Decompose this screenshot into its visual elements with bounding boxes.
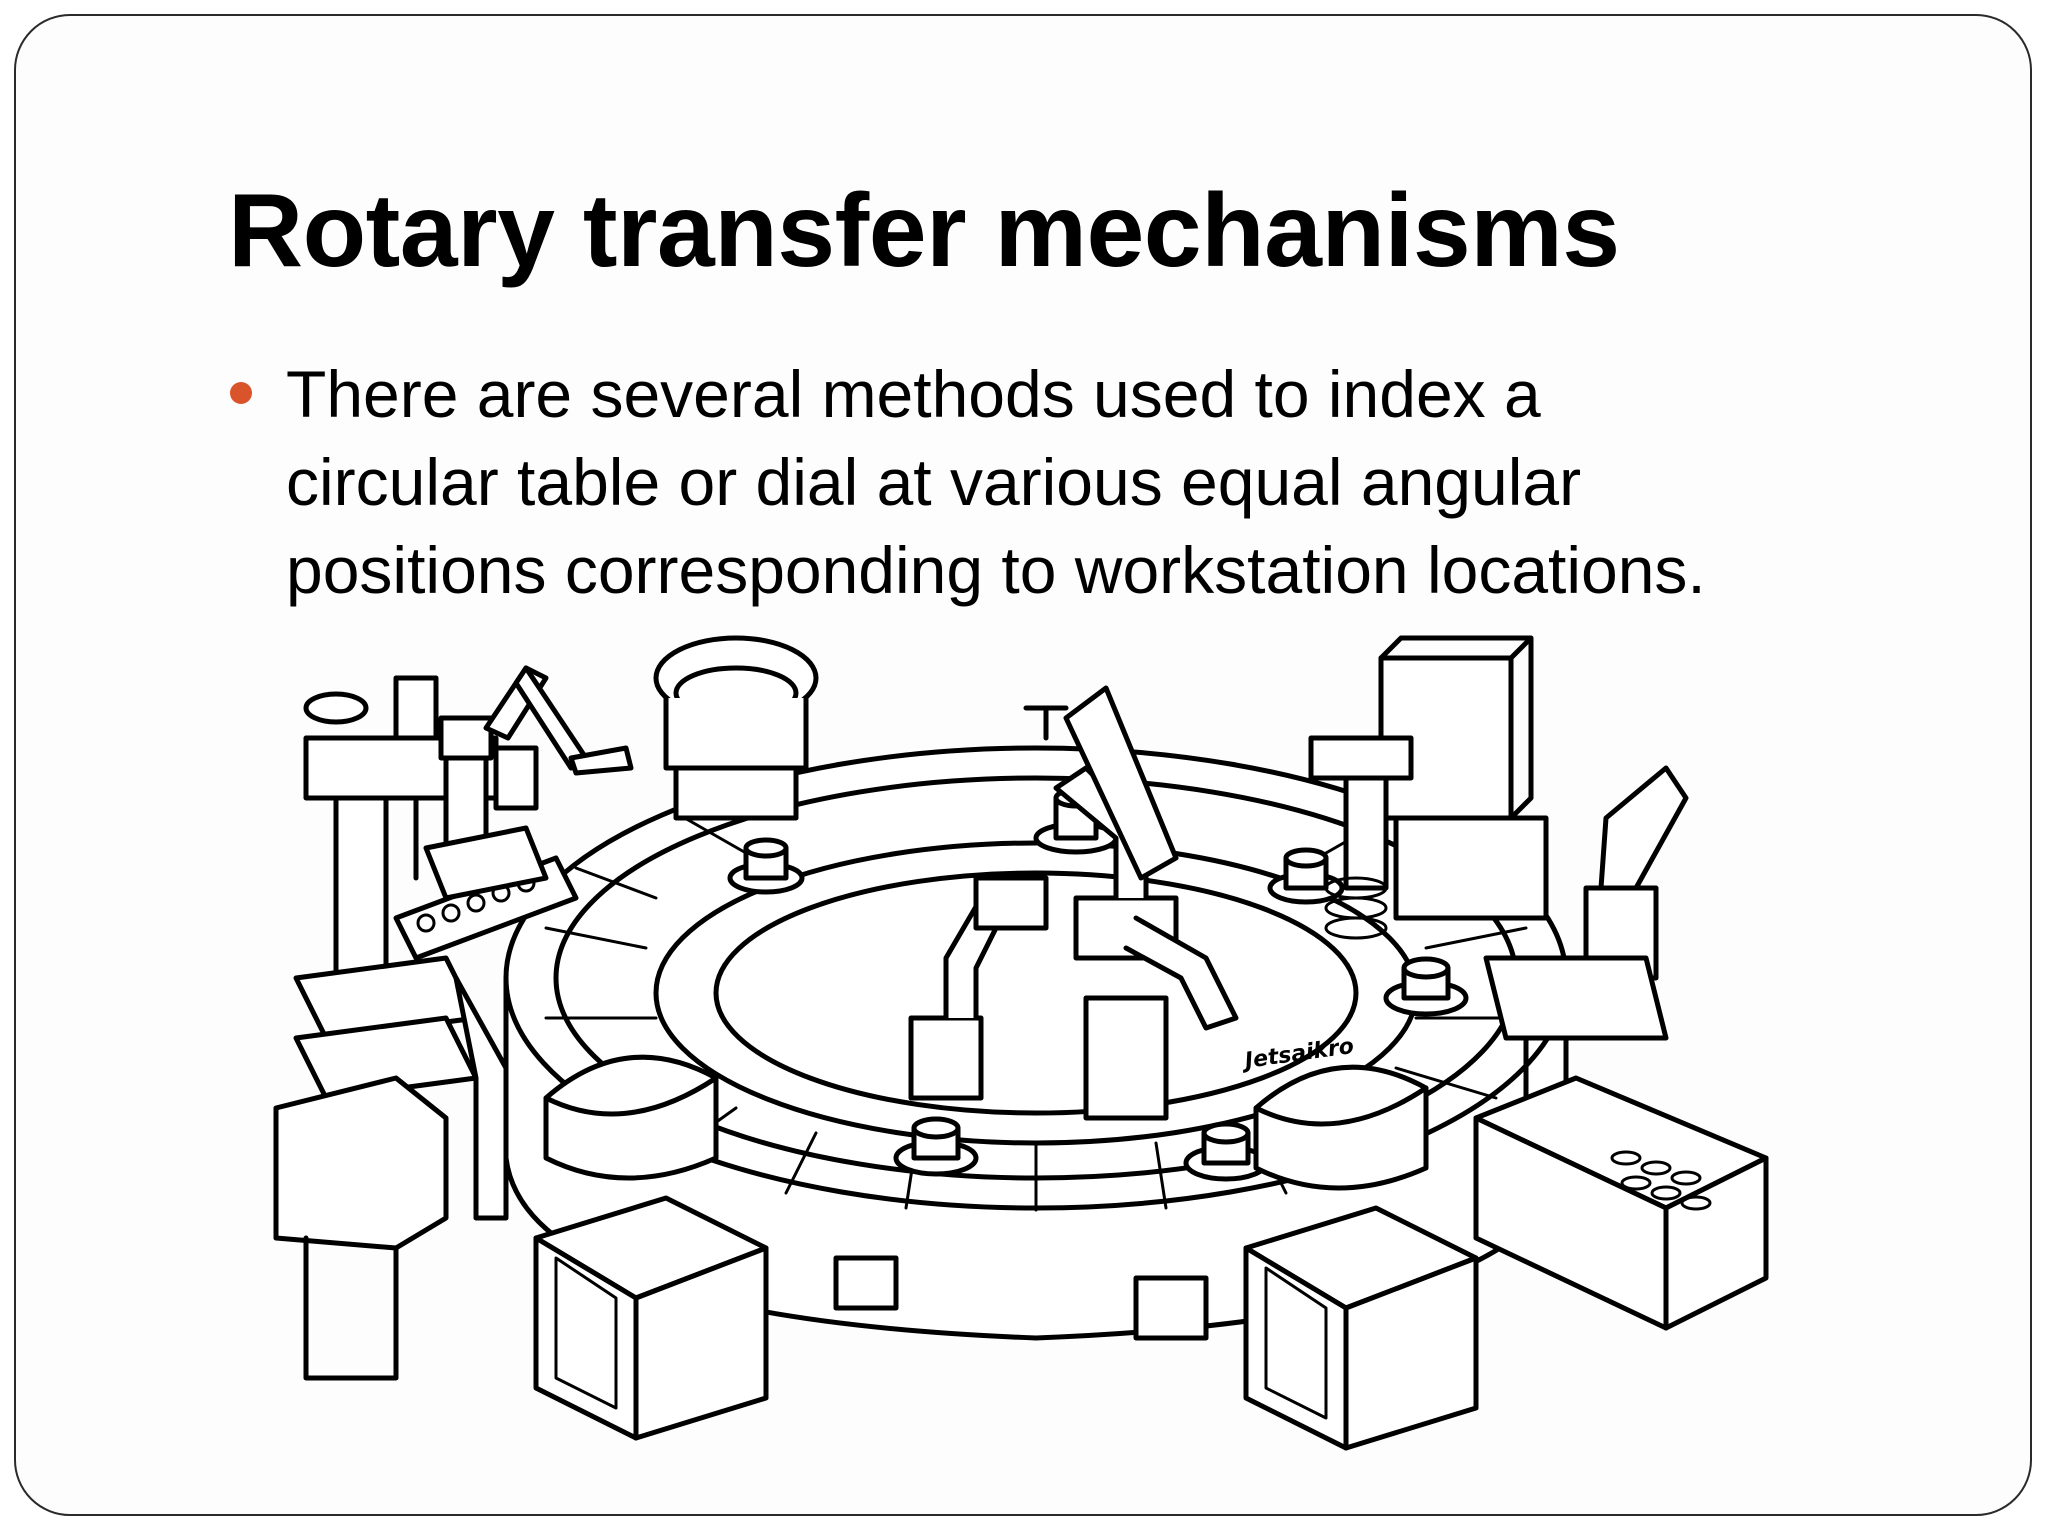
- parts-tray-bottom-right: [1473, 1075, 1769, 1331]
- bowl-feeder-top: [653, 635, 819, 821]
- drill-station-left: [273, 675, 539, 1381]
- bullet-text-line: positions corresponding to workstation l…: [286, 533, 1706, 607]
- press-station-right: [1308, 635, 1549, 940]
- slide: Rotary transfer mechanisms There are sev…: [14, 14, 2032, 1516]
- bowl-feeder-bottom-left: [533, 1054, 769, 1441]
- bowl-feeder-bottom-right: [1243, 1064, 1479, 1451]
- bullet-text-line: circular table or dial at various equal …: [286, 445, 1582, 519]
- slide-title: Rotary transfer mechanisms: [228, 173, 1620, 289]
- bullet-item: There are several methods used to index …: [228, 350, 1968, 614]
- bullet-text-line: There are several methods used to index …: [286, 357, 1541, 431]
- dial-fixtures: [727, 787, 1469, 1182]
- rotary-transfer-machine-illustration: Jetsaikro: [246, 598, 1826, 1458]
- robot-station-top-left: [423, 665, 634, 901]
- bullet-dot-icon: [230, 382, 252, 404]
- central-robots: [908, 685, 1239, 1121]
- bullet-list: There are several methods used to index …: [228, 350, 1968, 614]
- inclined-feeder-right: [1483, 765, 1689, 1121]
